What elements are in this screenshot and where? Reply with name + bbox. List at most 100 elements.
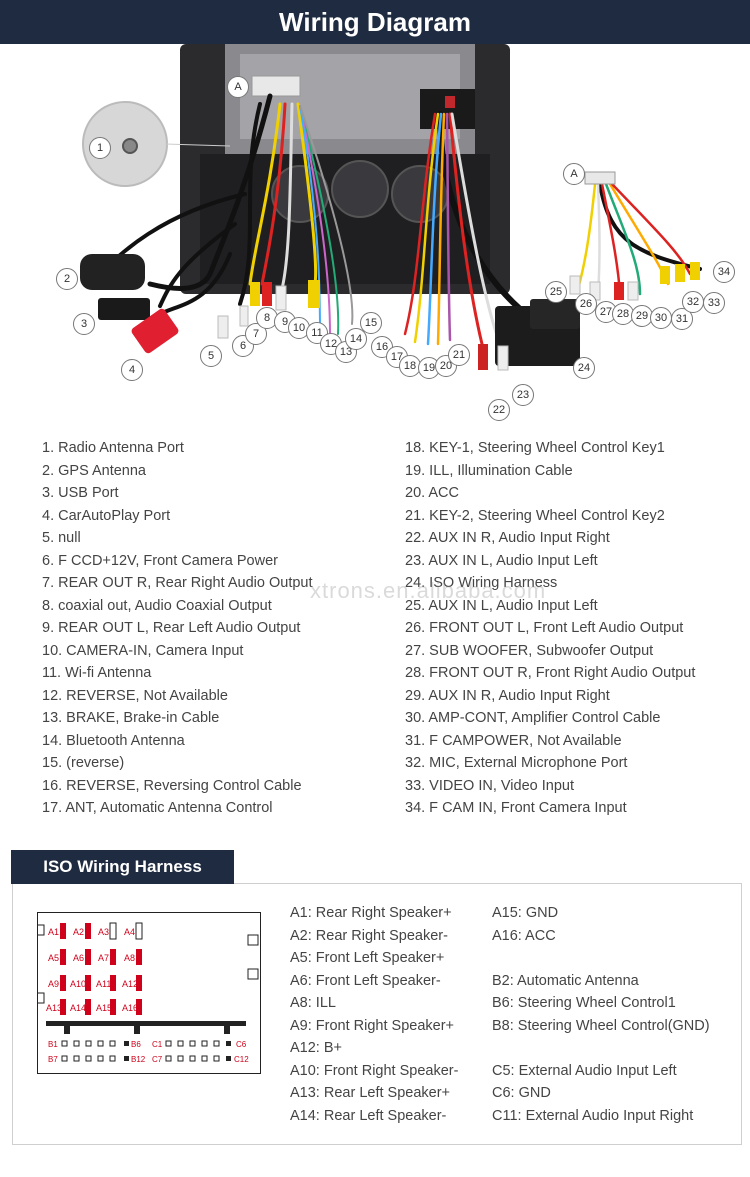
diagram-label: 22 [488,399,510,421]
diagram-label: 14 [345,328,367,350]
legend-item: 31. F CAMPOWER, Not Available [405,732,622,749]
legend-item: 20. ACC [405,485,459,501]
iso-pin-desc: B2: Automatic Antenna [492,973,639,989]
legend-item: 18. KEY-1, Steering Wheel Control Key1 [405,440,665,456]
legend-item: 26. FRONT OUT L, Front Left Audio Output [405,620,684,636]
pin-label: A2 [73,927,84,937]
iso-pin-desc: A6: Front Left Speaker- [290,973,441,989]
diagram-label: 33 [703,292,725,314]
legend-item: 34. F CAM IN, Front Camera Input [405,800,627,816]
pin-label: A16 [122,1003,138,1013]
iso-pin-desc: C11: External Audio Input Right [492,1108,694,1124]
diagram-label-connector-a: A [563,163,585,185]
pin-label: A5 [48,953,59,963]
pin-label: C1 [152,1040,163,1049]
legend-item: 4. CarAutoPlay Port [42,507,171,524]
pin-label: A1 [48,927,59,937]
pin-label: C12 [234,1055,249,1064]
iso-pin-desc: C5: External Audio Input Left [492,1063,677,1079]
legend-item: 17. ANT, Automatic Antenna Control [42,800,273,816]
iso-pin-desc: C6: GND [492,1085,551,1101]
legend-item: 6. F CCD+12V, Front Camera Power [42,552,278,569]
pin-label: A6 [73,953,84,963]
legend-item: 16. REVERSE, Reversing Control Cable [42,777,302,794]
diagram-label: 25 [545,281,567,303]
pin-label: A3 [98,927,109,937]
wiring-photo [80,44,702,371]
iso-pin-desc: A9: Front Right Speaker+ [290,1018,455,1034]
iso-title-tab [11,850,234,884]
legend-item: 21. KEY-2, Steering Wheel Control Key2 [405,507,665,524]
pin-label: B6 [131,1040,141,1049]
pin-label: A11 [96,979,111,989]
legend-item: 5. null [42,530,81,546]
legend-item: 29. AUX IN R, Audio Input Right [405,687,610,704]
iso-pin-desc: A8: ILL [290,995,336,1011]
pin-label: A4 [124,927,135,937]
diagram-label: 24 [573,357,595,379]
iso-title: ISO Wiring Harness [43,857,202,876]
legend-item: 28. FRONT OUT R, Front Right Audio Outpu… [405,665,696,681]
iso-pin-desc: B8: Steering Wheel Control(GND) [492,1018,710,1034]
diagram-label: 7 [245,323,267,345]
legend-item: 10. CAMERA-IN, Camera Input [42,642,244,659]
diagram-label: 19 [418,357,440,379]
legend-item: 8. coaxial out, Audio Coaxial Output [42,597,272,614]
legend-item: 23. AUX IN L, Audio Input Left [405,552,598,569]
legend-item: 12. REVERSE, Not Available [42,687,228,704]
iso-pin-diagram: A1 A2 A3 A4 A5 A6 A7 A8 A9 A10 A11 A12 A… [35,912,261,1074]
iso-pin-desc: A15: GND [492,905,559,921]
legend-item: 32. MIC, External Microphone Port [405,755,628,771]
pin-label: A14 [70,1003,86,1013]
diagram-label: 30 [650,307,672,329]
legend-item: 1. Radio Antenna Port [42,440,184,456]
pin-label: A7 [98,953,109,963]
legend-item: 15. (reverse) [42,755,125,771]
page-title: Wiring Diagram [279,7,471,37]
pin-label: B12 [131,1055,146,1064]
diagram-label: 3 [73,313,95,335]
pin-label: A10 [70,979,86,989]
diagram-label: 32 [682,291,704,313]
legend-item: 13. BRAKE, Brake-in Cable [42,710,220,726]
pin-label: C6 [236,1040,247,1049]
iso-pin-desc: A14: Rear Left Speaker- [290,1108,447,1124]
legend-item: 14. Bluetooth Antenna [42,732,185,749]
diagram-label: 21 [448,344,470,366]
diagram-label: 28 [612,303,634,325]
legend-item: 27. SUB WOOFER, Subwoofer Output [405,642,654,659]
pin-label: B1 [48,1040,58,1049]
pin-label: A9 [48,979,59,989]
iso-pin-desc: A16: ACC [492,928,556,944]
diagram-label: 26 [575,293,597,315]
watermark: xtrons.en.alibaba.com [310,578,547,603]
diagram-label: 10 [288,317,310,339]
pin-label: A8 [124,953,135,963]
iso-pin-desc: A1: Rear Right Speaker+ [290,905,452,921]
legend-item: 3. USB Port [42,485,119,501]
legend-item: 7. REAR OUT R, Rear Right Audio Output [42,575,313,591]
diagram-label: 2 [56,268,78,290]
diagram-label: 23 [512,384,534,406]
diagram-label: 31 [671,308,693,330]
legend-right: 18. KEY-1, Steering Wheel Control Key1 19… [405,437,695,820]
iso-pin-desc: A2: Rear Right Speaker- [290,928,448,944]
divider [234,883,740,884]
diagram-label: 5 [200,345,222,367]
legend-item: 22. AUX IN R, Audio Input Right [405,530,610,546]
legend-item: 11. Wi-fi Antenna [42,665,152,681]
legend-item: 2. GPS Antenna [42,462,146,479]
legend-item: 19. ILL, Illumination Cable [405,462,573,479]
iso-pin-desc: A5: Front Left Speaker+ [290,950,445,966]
legend-item: 33. VIDEO IN, Video Input [405,777,574,794]
legend-item: 24. ISO Wiring Harness [405,575,558,591]
diagram-label: 34 [713,261,735,283]
diagram-label: 29 [631,305,653,327]
iso-pin-desc: A12: B+ [290,1040,342,1056]
legend-item: 9. REAR OUT L, Rear Left Audio Output [42,620,301,636]
pin-label: A15 [96,1003,112,1013]
iso-pin-desc: A13: Rear Left Speaker+ [290,1085,451,1101]
legend-item: 25. AUX IN L, Audio Input Left [405,597,598,614]
diagram-label: 13 [335,341,357,363]
pin-label: A12 [122,979,138,989]
